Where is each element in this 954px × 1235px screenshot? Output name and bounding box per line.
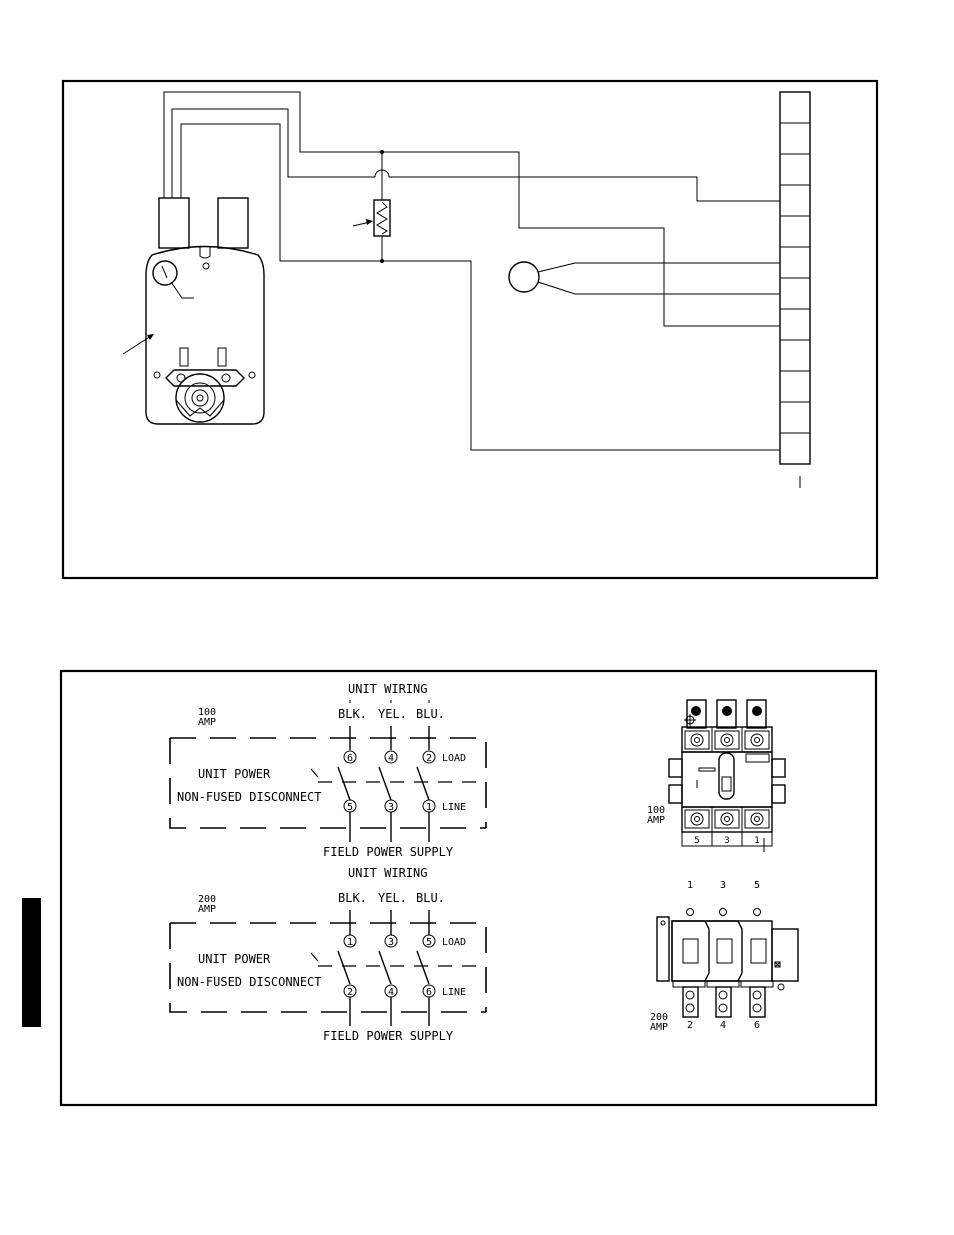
- resistor-symbol: [353, 200, 390, 236]
- section-tab: [22, 898, 41, 1027]
- wiring-lines: [164, 92, 780, 450]
- terminal-number: 2: [687, 1020, 693, 1031]
- terminal-strip: [780, 92, 810, 488]
- wire-color-blue: BLU.: [416, 707, 445, 721]
- wire-color-yellow: YEL.: [378, 891, 407, 905]
- amp-unit: AMP: [650, 1022, 668, 1033]
- terminal-number: 5: [694, 836, 699, 846]
- load-label: LOAD: [442, 937, 466, 948]
- figure-frame-top: [63, 81, 877, 578]
- unit-wiring-label: UNIT WIRING: [348, 866, 427, 880]
- line-terminal-3: 1: [426, 802, 432, 813]
- non-fused-disconnect-label: NON-FUSED DISCONNECT: [177, 790, 322, 804]
- line-terminal-2: 4: [388, 987, 394, 998]
- line-terminal-1: 5: [347, 802, 353, 813]
- terminal-number: 5: [754, 880, 760, 891]
- damper-actuator: [123, 198, 264, 424]
- load-terminal-2: 4: [388, 753, 394, 764]
- line-label: LINE: [442, 987, 466, 998]
- disconnect-schematic-100: UNIT WIRING 100 AMP BLK. YEL. BLU. 6 4 2…: [170, 682, 486, 859]
- line-terminal-3: 6: [426, 987, 432, 998]
- line-terminal-2: 3: [388, 802, 394, 813]
- non-fused-disconnect-label: NON-FUSED DISCONNECT: [177, 975, 322, 989]
- load-terminal-3: 2: [426, 753, 432, 764]
- terminal-number: 3: [724, 836, 729, 846]
- load-label: LOAD: [442, 753, 466, 764]
- switch-illustration-100: 5 3 1 100 AMP: [647, 700, 785, 852]
- sensor-symbol: [509, 262, 539, 292]
- amp-unit: AMP: [647, 815, 665, 826]
- wire-color-blue: BLU.: [416, 891, 445, 905]
- disconnect-schematic-200: UNIT WIRING 200 AMP BLK. YEL. BLU. 1 3 5…: [170, 866, 486, 1043]
- terminal-number: 4: [720, 1020, 726, 1031]
- amp-unit: AMP: [198, 904, 216, 915]
- load-terminal-1: 1: [347, 937, 353, 948]
- wire-color-yellow: YEL.: [378, 707, 407, 721]
- load-terminal-1: 6: [347, 753, 353, 764]
- load-terminal-3: 5: [426, 937, 432, 948]
- wire-color-black: BLK.: [338, 891, 367, 905]
- terminal-number: 3: [720, 880, 726, 891]
- unit-power-label: UNIT POWER: [198, 952, 271, 966]
- amp-unit: AMP: [198, 717, 216, 728]
- unit-power-label: UNIT POWER: [198, 767, 271, 781]
- terminal-number: 1: [687, 880, 693, 891]
- load-terminal-2: 3: [388, 937, 394, 948]
- unit-wiring-label: UNIT WIRING: [348, 682, 427, 696]
- line-label: LINE: [442, 802, 466, 813]
- field-power-supply-label: FIELD POWER SUPPLY: [323, 1029, 454, 1043]
- actuator-wiring-figure: [63, 81, 877, 578]
- field-power-supply-label: FIELD POWER SUPPLY: [323, 845, 454, 859]
- terminal-number: 6: [754, 1020, 760, 1031]
- switch-illustration-200: 1 3 5 2 4 6 200 AMP: [650, 880, 798, 1033]
- wire-color-black: BLK.: [338, 707, 367, 721]
- shaft-clamp-icon: [176, 374, 224, 422]
- line-terminal-1: 2: [347, 987, 353, 998]
- terminal-number: 1: [754, 836, 759, 846]
